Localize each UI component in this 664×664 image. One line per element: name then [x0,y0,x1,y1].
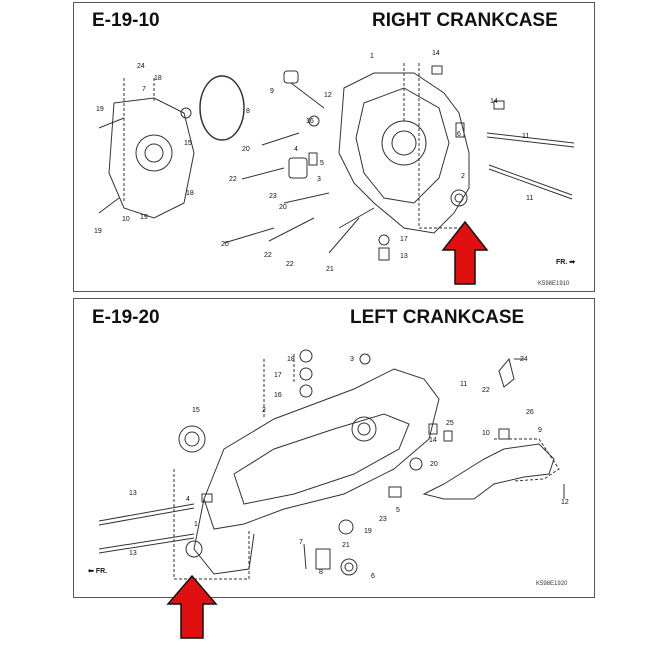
svg-text:25: 25 [446,420,454,427]
fr-arrow-left-icon: ⬅ [88,568,94,575]
forward-direction-indicator: FR. ➡ [556,258,575,266]
fr-label-bottom: FR. [95,568,108,575]
svg-text:17: 17 [274,372,282,379]
red-up-arrow-icon-left [166,574,218,639]
svg-text:13: 13 [129,490,137,497]
svg-text:22: 22 [264,252,272,259]
top-section-code: E-19-10 [92,10,160,31]
svg-text:18: 18 [186,190,194,197]
svg-text:2: 2 [461,173,465,180]
svg-text:13: 13 [129,550,137,557]
svg-text:24: 24 [137,63,145,70]
right-crankcase-exploded-diagram: 1 14 24 18 9 12 19 7 8 16 14 6 15 20 11 … [94,50,575,273]
svg-text:20: 20 [430,461,438,468]
svg-text:5: 5 [320,160,324,167]
bottom-diagram-code: K598E1920 [536,581,568,587]
svg-text:20: 20 [242,146,250,153]
svg-text:11: 11 [522,133,529,140]
svg-text:18: 18 [287,356,295,363]
svg-text:4: 4 [294,146,298,153]
svg-text:11: 11 [526,195,533,202]
svg-text:20: 20 [221,241,229,248]
svg-text:17: 17 [400,236,408,243]
top-diagram-code: K598E1910 [538,281,570,287]
svg-text:9: 9 [270,88,274,95]
svg-text:23: 23 [379,516,387,523]
svg-text:19: 19 [140,214,148,221]
svg-text:21: 21 [326,266,334,273]
svg-text:14: 14 [429,437,437,444]
svg-text:15: 15 [192,407,200,414]
svg-text:2: 2 [262,407,266,414]
svg-text:3: 3 [317,176,321,183]
svg-text:12: 12 [324,92,332,99]
fr-arrow-icon: ➡ [569,259,576,266]
svg-text:14: 14 [432,50,440,57]
svg-text:7: 7 [142,86,146,93]
svg-text:19: 19 [94,228,102,235]
svg-text:7: 7 [299,539,303,546]
fr-label: FR. [556,259,568,266]
svg-text:22: 22 [482,387,490,394]
svg-text:22: 22 [229,176,237,183]
svg-text:8: 8 [319,569,323,576]
svg-text:22: 22 [286,261,294,268]
svg-text:26: 26 [526,409,534,416]
svg-text:10: 10 [482,430,490,437]
top-diagram-panel: E-19-10 RIGHT CRANKCASE [73,2,595,292]
svg-text:19: 19 [364,528,372,535]
svg-text:1: 1 [370,53,374,60]
svg-text:8: 8 [246,108,250,115]
svg-text:9: 9 [538,427,542,434]
left-crankcase-exploded-diagram: 18 3 24 17 16 11 22 15 2 25 14 10 26 9 2… [98,349,569,580]
svg-text:20: 20 [279,204,287,211]
bottom-section-code: E-19-20 [92,307,160,328]
svg-text:1: 1 [194,521,198,528]
svg-text:18: 18 [154,75,162,82]
svg-text:16: 16 [274,392,282,399]
svg-text:15: 15 [184,140,192,147]
svg-text:14: 14 [490,98,498,105]
forward-direction-indicator-bottom: ⬅ FR. [88,567,107,575]
svg-text:6: 6 [457,131,461,138]
svg-text:24: 24 [520,356,528,363]
svg-text:13: 13 [400,253,408,260]
top-title: RIGHT CRANKCASE [372,10,558,31]
svg-text:4: 4 [186,496,190,503]
svg-text:16: 16 [306,118,314,125]
bottom-diagram-panel: E-19-20 LEFT CRANKCASE [73,298,595,598]
svg-text:10: 10 [122,216,130,223]
red-up-arrow-icon-right [441,220,489,285]
svg-text:23: 23 [269,193,277,200]
svg-text:6: 6 [371,573,375,580]
svg-text:21: 21 [342,542,350,549]
svg-text:3: 3 [350,356,354,363]
bottom-title: LEFT CRANKCASE [350,307,525,328]
svg-text:11: 11 [460,381,467,388]
svg-text:12: 12 [561,499,569,506]
svg-text:19: 19 [96,106,104,113]
svg-text:5: 5 [396,507,400,514]
